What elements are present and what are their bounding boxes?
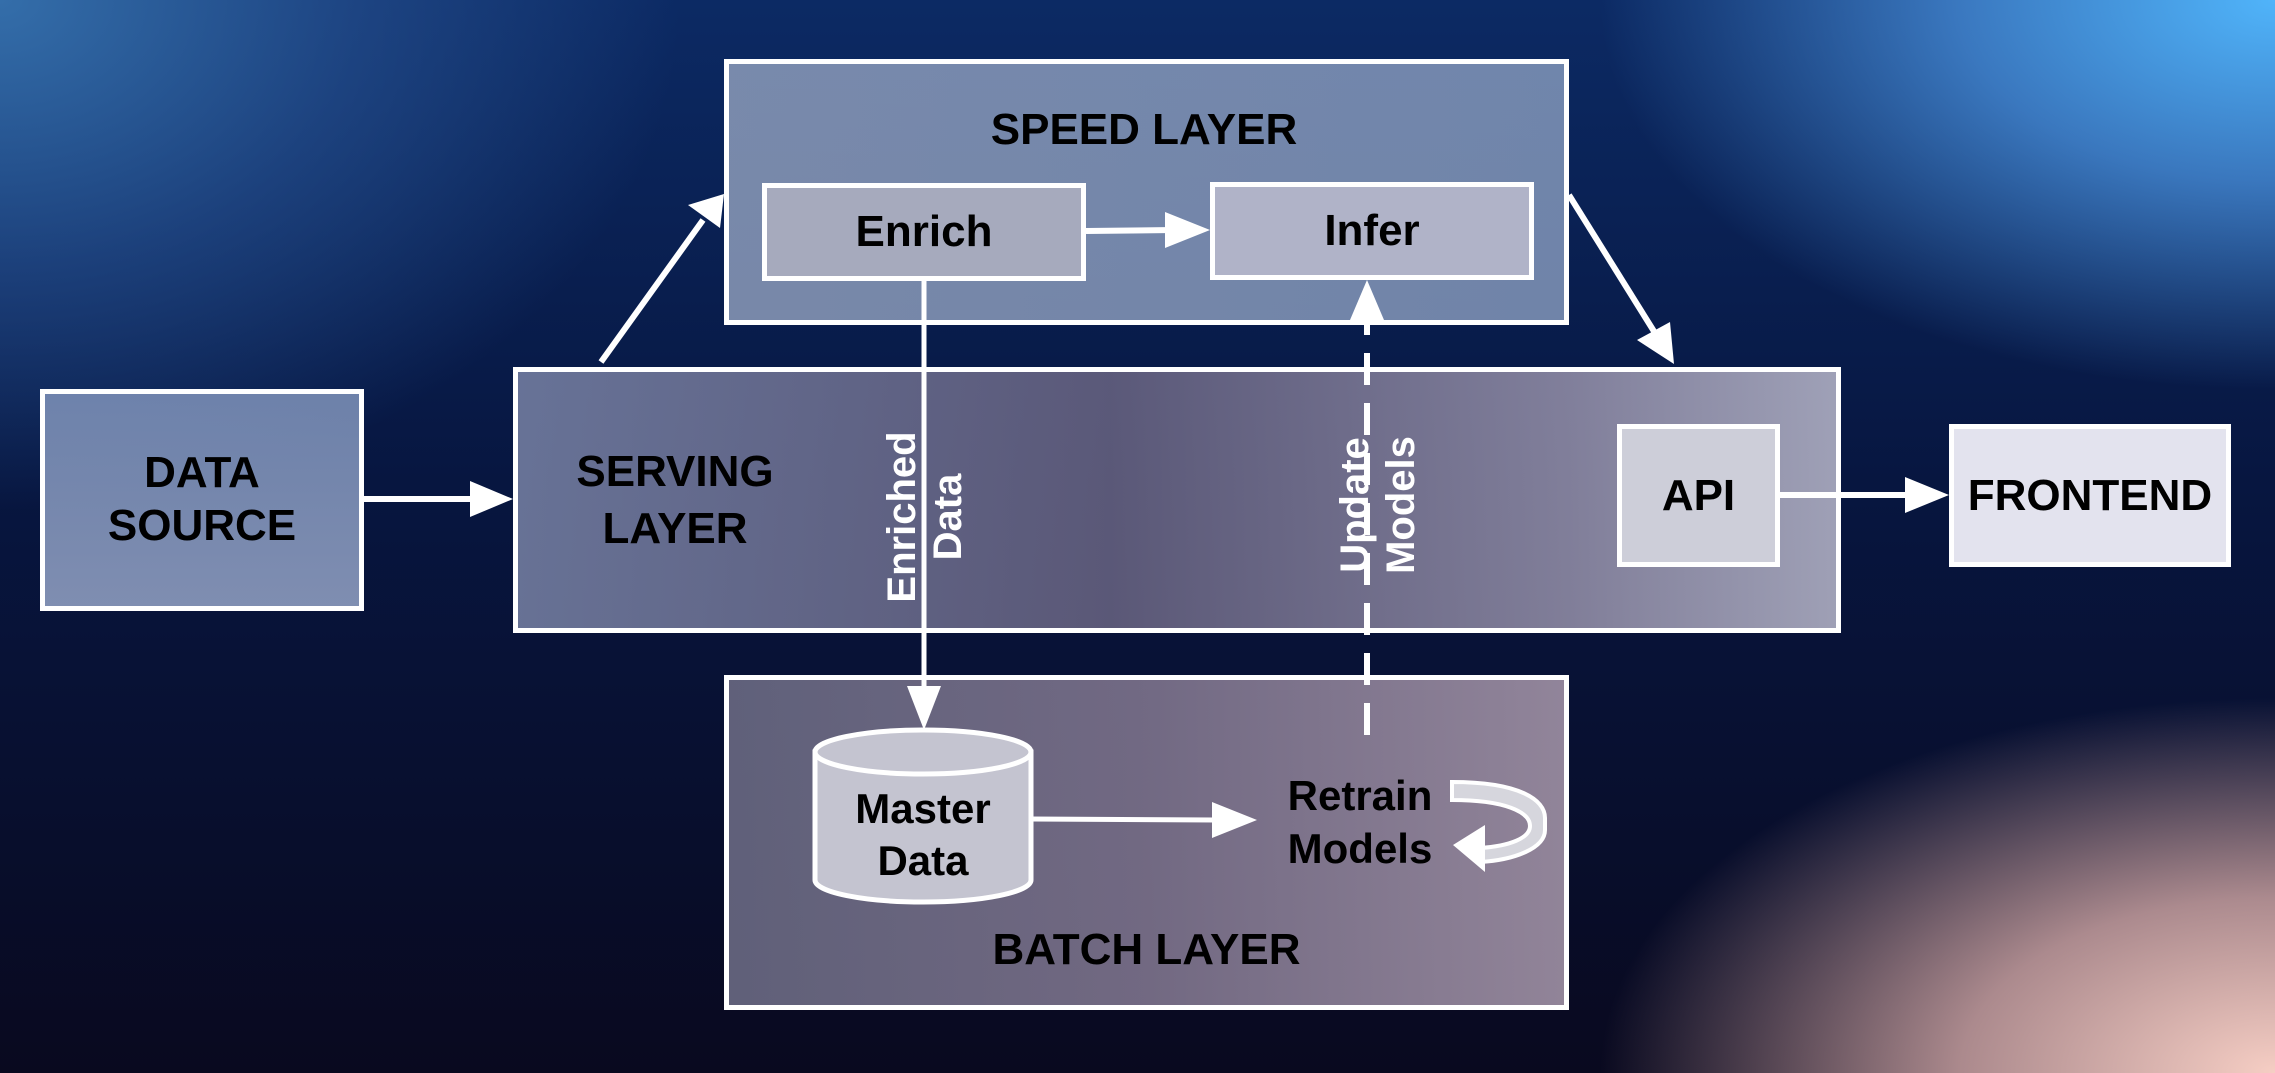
arrow-update-models-dashed <box>1350 280 1384 735</box>
retrain-loop-icon <box>1450 779 1547 872</box>
api-box <box>1617 424 1780 567</box>
batch-layer-title: BATCH LAYER <box>992 925 1301 975</box>
infer-box <box>1210 182 1534 280</box>
arrow-enrich-to-infer <box>1085 212 1210 248</box>
enrich-label: Enrich <box>855 207 993 257</box>
master-data-cylinder <box>812 727 1034 905</box>
enriched-data-edge-label: Enriched Data <box>880 431 970 603</box>
speed-layer-title: SPEED LAYER <box>990 105 1298 155</box>
frontend-box <box>1949 424 2231 567</box>
data-source-box <box>40 389 364 611</box>
arrow-master-to-retrain <box>1030 802 1257 838</box>
arrow-serving-to-speed <box>598 194 724 364</box>
master-data-label: Master Data <box>855 784 991 885</box>
retrain-models-label: Retrain Models <box>1287 772 1433 872</box>
serving-layer-title: SERVING LAYER <box>576 446 774 553</box>
arrow-enrich-to-master-data <box>907 281 941 730</box>
arrow-api-to-frontend <box>1780 477 1949 513</box>
frontend-label: FRONTEND <box>1967 470 2213 520</box>
data-source-label: DATA SOURCE <box>107 448 297 550</box>
batch-layer-box <box>724 675 1569 1010</box>
enrich-box <box>762 183 1086 281</box>
arrow-speed-to-serving <box>1566 193 1674 364</box>
update-models-edge-label: Update Models <box>1333 436 1423 574</box>
api-label: API <box>1661 470 1736 520</box>
infer-label: Infer <box>1324 206 1420 256</box>
arrow-datasource-to-serving <box>364 481 513 517</box>
